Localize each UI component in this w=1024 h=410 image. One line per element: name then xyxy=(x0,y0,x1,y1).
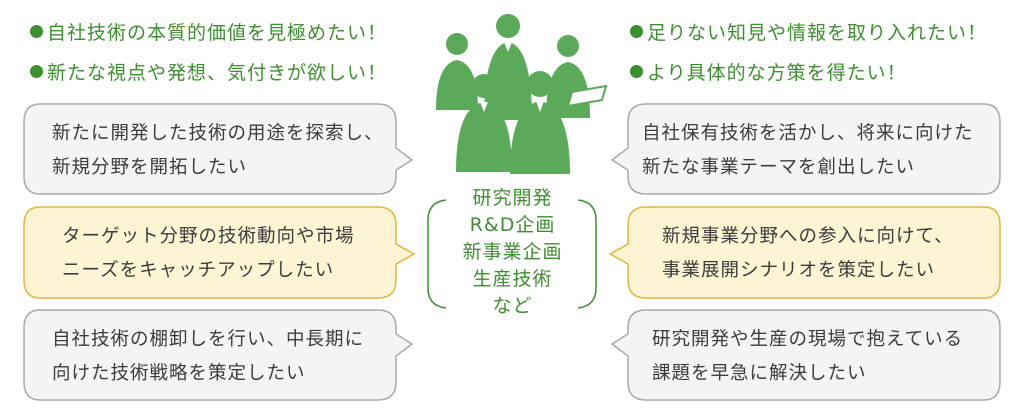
department-item: 研究開発 xyxy=(472,187,553,209)
bubble-left-1 xyxy=(23,103,414,195)
bubble-right-1 xyxy=(610,103,1001,195)
bubble-left-3-text: 自社技術の棚卸しを行い、中長期に 向けた技術戦略を策定したい xyxy=(52,323,364,391)
goal-left-1: 自社技術の本質的価値を見極めたい！ xyxy=(30,18,387,45)
bubble-line: 課題を早急に解決したい xyxy=(652,363,867,384)
bubble-right-2 xyxy=(608,206,1001,299)
bullet-dot-icon xyxy=(30,65,43,78)
bubble-left-2-text: ターゲット分野の技術動向や市場 ニーズをキャッチアップしたい xyxy=(62,220,355,288)
bubble-left-3 xyxy=(23,309,414,401)
bubble-line: 新規事業分野への参入に向けて、 xyxy=(662,226,954,247)
department-item: 新事業企画 xyxy=(462,241,563,263)
bubble-left-2 xyxy=(23,206,416,299)
department-item: 生産技術 xyxy=(472,268,553,290)
bubble-line: 事業展開シナリオを策定したい xyxy=(662,260,936,281)
bubble-line: 新規分野を開拓したい xyxy=(52,157,248,178)
bubble-left-1-text: 新たに開発した技術の用途を探索し、 新規分野を開拓したい xyxy=(52,117,384,185)
bubble-line: 研究開発や生産の現場で抱えている xyxy=(652,329,964,350)
bullet-dot-icon xyxy=(30,25,43,38)
goal-text: 自社技術の本質的価値を見極めたい！ xyxy=(47,22,388,44)
department-list: 研究開発 R&D企画 新事業企画 生産技術 など xyxy=(445,185,580,320)
department-item: R&D企画 xyxy=(469,214,556,236)
goal-text: より具体的な方策を得たい！ xyxy=(647,62,907,84)
bubble-right-1-text: 自社保有技術を活かし、将来に向けた 新たな事業テーマを創出したい xyxy=(642,117,974,185)
bullet-dot-icon xyxy=(630,25,643,38)
business-people-icon xyxy=(436,14,608,174)
bracket-left xyxy=(427,199,447,309)
goal-right-2: より具体的な方策を得たい！ xyxy=(630,58,907,85)
department-item: など xyxy=(492,295,533,317)
goal-text: 新たな視点や発想、気付きが欲しい！ xyxy=(47,62,388,84)
bubble-line: 向けた技術戦略を策定したい xyxy=(52,363,306,384)
bubble-right-3-text: 研究開発や生産の現場で抱えている 課題を早急に解決したい xyxy=(652,323,963,391)
bubble-line: 自社保有技術を活かし、将来に向けた xyxy=(642,123,974,144)
goal-right-1: 足りない知見や情報を取り入れたい！ xyxy=(630,18,987,45)
bubble-line: ニーズをキャッチアップしたい xyxy=(62,260,335,281)
bracket-right xyxy=(577,199,597,309)
bubble-right-2-text: 新規事業分野への参入に向けて、 事業展開シナリオを策定したい xyxy=(662,220,954,288)
bubble-line: ターゲット分野の技術動向や市場 xyxy=(62,226,355,247)
goal-left-2: 新たな視点や発想、気付きが欲しい！ xyxy=(30,58,387,85)
goal-text: 足りない知見や情報を取り入れたい！ xyxy=(647,22,988,44)
bullet-dot-icon xyxy=(630,65,643,78)
bubble-line: 新たに開発した技術の用途を探索し、 xyxy=(52,123,384,144)
bubble-right-3 xyxy=(610,309,1001,401)
bubble-line: 自社技術の棚卸しを行い、中長期に xyxy=(52,329,365,350)
bubble-line: 新たな事業テーマを創出したい xyxy=(642,157,916,178)
